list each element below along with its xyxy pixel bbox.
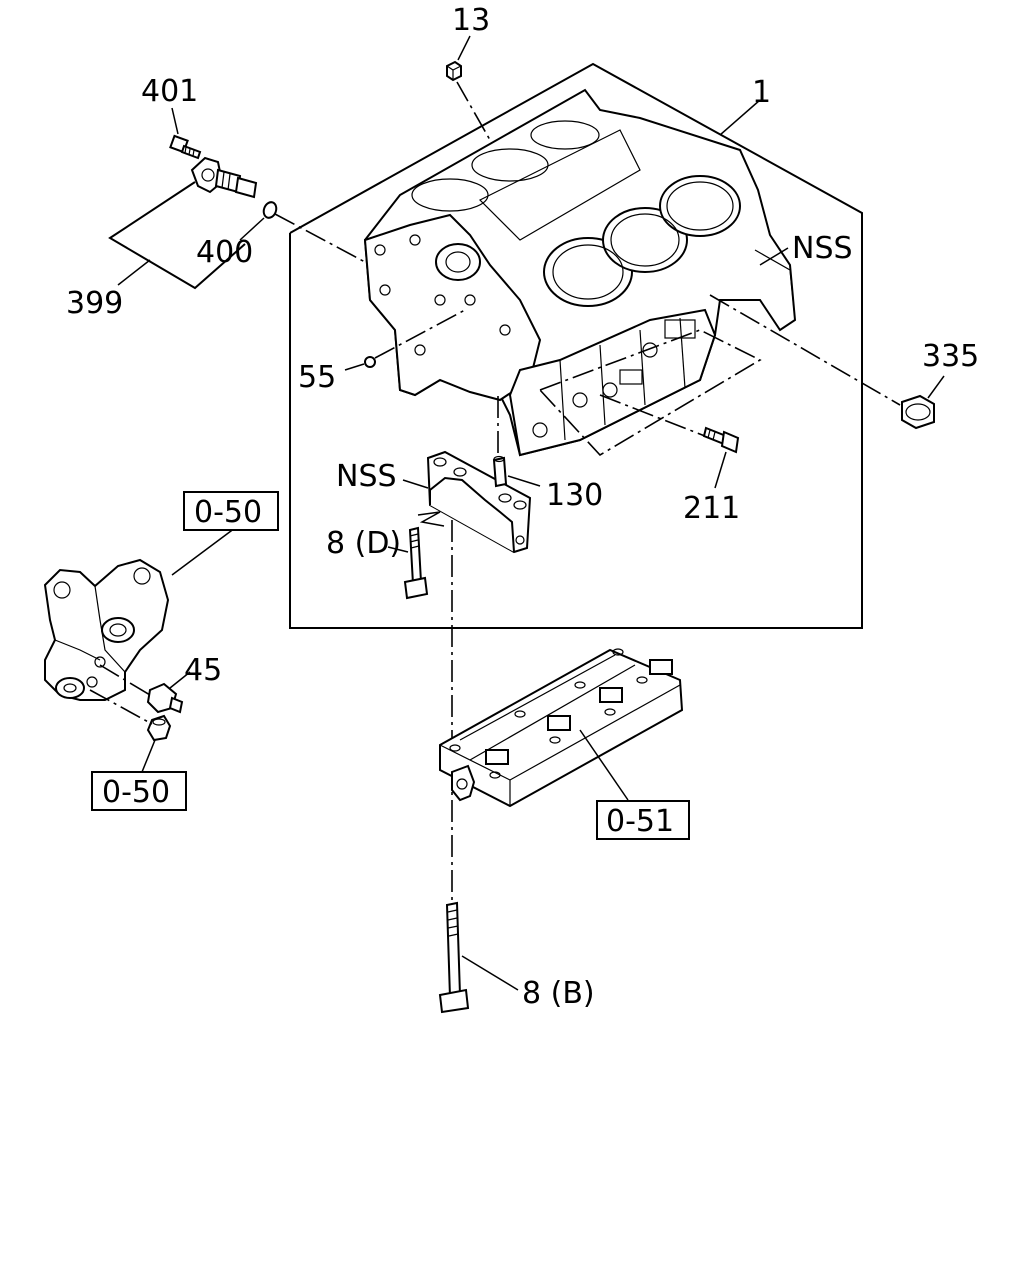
ref-label-050-bottom[interactable]: 0-50	[102, 775, 170, 810]
o-ring-part[interactable]	[262, 200, 279, 219]
label-211: 211	[683, 491, 740, 526]
dowel-pin-part[interactable]	[364, 356, 376, 368]
label-nss-cap: NSS	[336, 459, 397, 494]
plug-part[interactable]	[446, 60, 462, 82]
label-1: 1	[752, 75, 771, 110]
ref-box-051[interactable]	[596, 800, 690, 840]
label-400: 400	[196, 235, 253, 270]
label-8b: 8 (B)	[522, 976, 595, 1011]
cylinder-block-part[interactable]	[363, 88, 797, 457]
bolt-part[interactable]	[702, 426, 740, 454]
bearing-beam-part[interactable]	[439, 648, 684, 808]
label-401: 401	[141, 74, 198, 109]
ref-box-050-bottom[interactable]	[91, 771, 187, 811]
label-55: 55	[298, 360, 336, 395]
ref-box-050-top[interactable]	[183, 491, 279, 531]
plug-part[interactable]	[901, 394, 935, 430]
bolt-part[interactable]	[169, 134, 202, 160]
dowel-pin-part[interactable]	[492, 455, 508, 488]
oil-pressure-switch-part[interactable]	[190, 156, 258, 199]
oil-filter-bracket-part[interactable]	[43, 558, 170, 701]
main-bearing-cap-part[interactable]	[426, 450, 532, 554]
ref-label-050-top[interactable]: 0-50	[194, 495, 262, 530]
label-45: 45	[184, 653, 222, 688]
label-335: 335	[922, 339, 979, 374]
label-13: 13	[452, 3, 490, 38]
ref-label-051[interactable]: 0-51	[606, 804, 674, 839]
oil-pressure-switch-part[interactable]	[146, 682, 184, 714]
plug-part[interactable]	[146, 714, 172, 742]
bolt-part[interactable]	[438, 901, 470, 1014]
label-nss-top: NSS	[792, 231, 853, 266]
assembly-frame	[289, 62, 863, 629]
bolt-part[interactable]	[403, 526, 429, 600]
label-399: 399	[66, 286, 123, 321]
label-8d: 8 (D)	[326, 526, 401, 561]
label-130: 130	[546, 478, 603, 513]
